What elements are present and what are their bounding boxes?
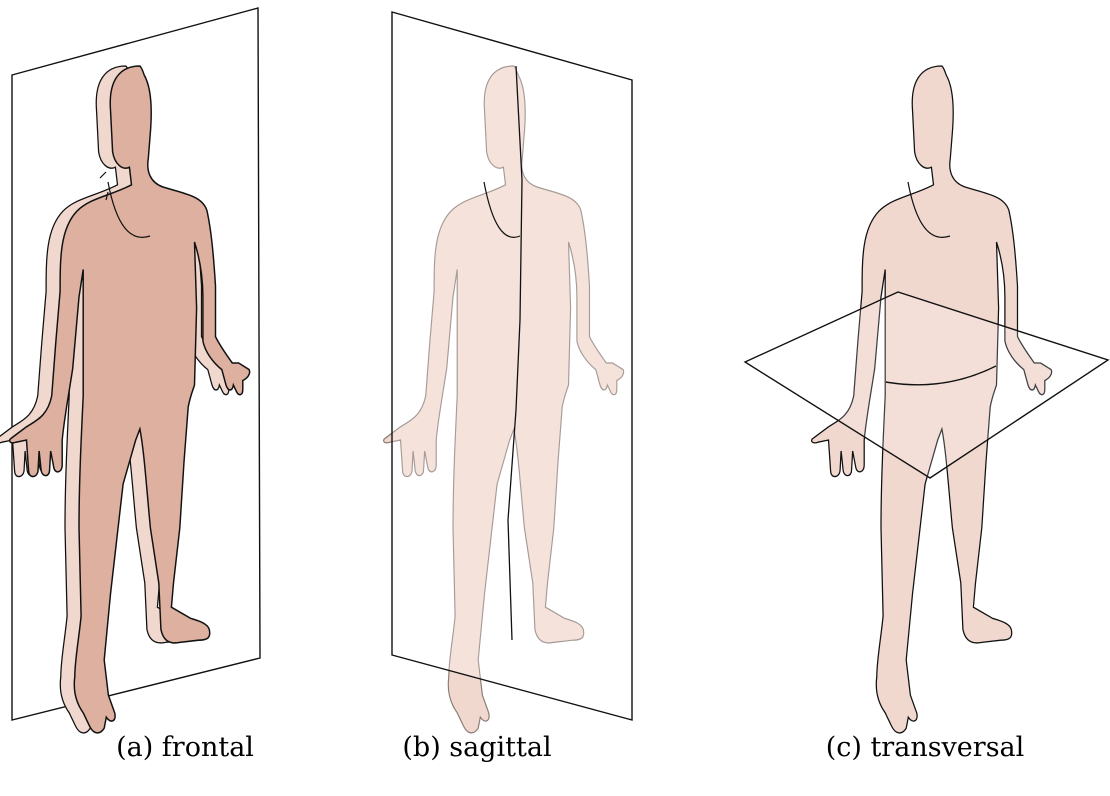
sagittal-plane — [392, 12, 632, 720]
panel-transversal — [745, 66, 1108, 733]
panel-sagittal — [384, 12, 632, 733]
caption-transversal: (c) transversal — [740, 734, 1110, 761]
caption-sagittal: (b) sagittal — [292, 734, 662, 761]
panel-frontal — [0, 8, 260, 733]
